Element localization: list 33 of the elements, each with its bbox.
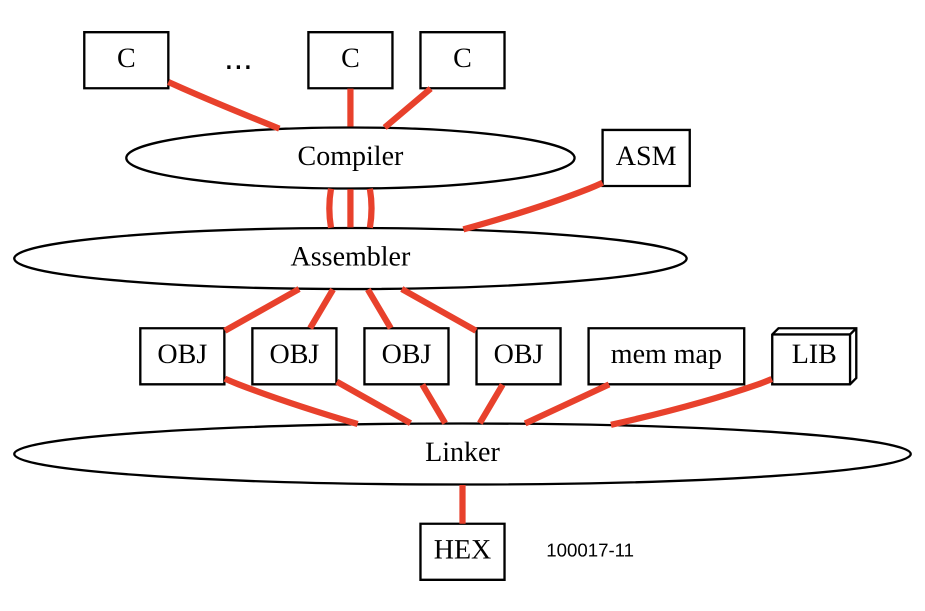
node-ellipse: Compiler — [125, 126, 576, 190]
connector — [224, 375, 359, 426]
label: 100017-11 — [546, 539, 634, 560]
connector — [347, 88, 354, 126]
connector — [382, 86, 433, 130]
connector — [462, 179, 604, 232]
connector — [326, 188, 334, 228]
node-box: ASM — [601, 128, 691, 187]
connector — [459, 484, 466, 524]
node-box: OBJ — [363, 326, 450, 385]
connector — [365, 287, 394, 330]
node-box: OBJ — [475, 326, 562, 385]
connector — [347, 188, 354, 227]
node-ellipse: Linker — [13, 422, 912, 486]
node-box: mem map — [587, 326, 746, 385]
connector — [223, 286, 301, 333]
connector — [610, 376, 774, 428]
connector — [335, 378, 412, 426]
connector — [167, 78, 280, 131]
node-box: C — [83, 30, 170, 89]
connector — [420, 382, 448, 424]
label: ... — [224, 38, 253, 76]
node-box: C — [307, 30, 394, 89]
connector — [400, 286, 478, 333]
node-box: C — [419, 30, 506, 89]
node-box: HEX — [419, 522, 506, 580]
node-box: OBJ — [139, 326, 226, 385]
connector — [524, 381, 610, 426]
node-ellipse: Assembler — [13, 226, 688, 290]
node-box: OBJ — [251, 326, 338, 385]
connector — [307, 287, 336, 330]
connector — [477, 382, 506, 424]
connector — [366, 188, 375, 228]
